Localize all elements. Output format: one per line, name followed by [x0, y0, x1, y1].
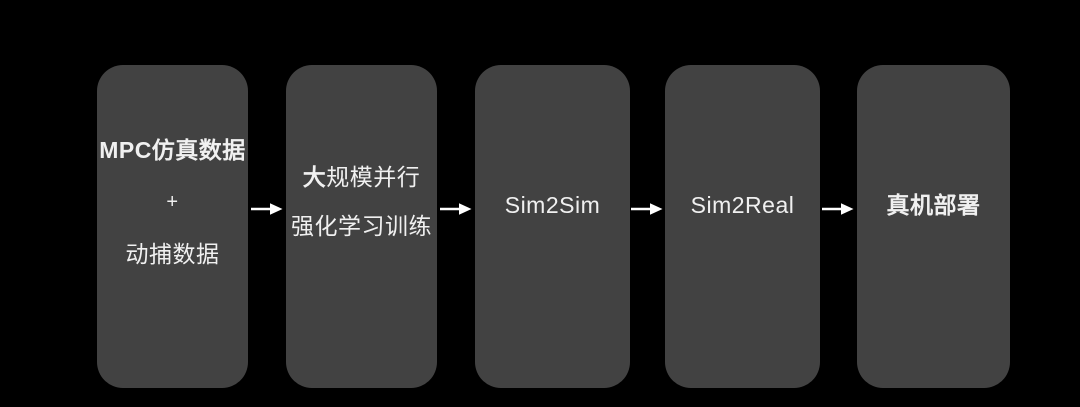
sim2real-label: Sim2Real — [690, 192, 795, 218]
arrow-right-icon — [822, 201, 854, 217]
flow-box-deployment: 真机部署 — [857, 65, 1010, 388]
arrow-right-icon — [631, 201, 663, 217]
sim2sim-label: Sim2Sim — [504, 192, 601, 218]
training-data-label-group: MPC仿真数据 + 动捕数据 — [97, 124, 248, 280]
rl-training-line1: 大规模并行 — [286, 153, 437, 202]
flow-box-sim2sim: Sim2Sim — [475, 65, 630, 388]
plus-sign: + — [166, 191, 179, 213]
flow-box-training-data: MPC仿真数据 + 动捕数据 — [97, 65, 248, 388]
training-data-line1: MPC仿真数据 — [99, 137, 246, 163]
flow-box-sim2real: Sim2Real — [665, 65, 820, 388]
rl-training-line1-bold: 大 — [302, 164, 327, 190]
training-data-line3: 动捕数据 — [125, 241, 220, 267]
rl-training-line1-rest: 规模并行 — [326, 164, 421, 190]
deployment-label: 真机部署 — [886, 192, 981, 218]
flow-box-rl-training: 大规模并行 强化学习训练 — [286, 65, 437, 388]
rl-training-line2: 强化学习训练 — [291, 213, 432, 239]
rl-training-label-group: 大规模并行 强化学习训练 — [286, 153, 437, 251]
arrow-right-icon — [251, 201, 283, 217]
arrow-right-icon — [440, 201, 472, 217]
